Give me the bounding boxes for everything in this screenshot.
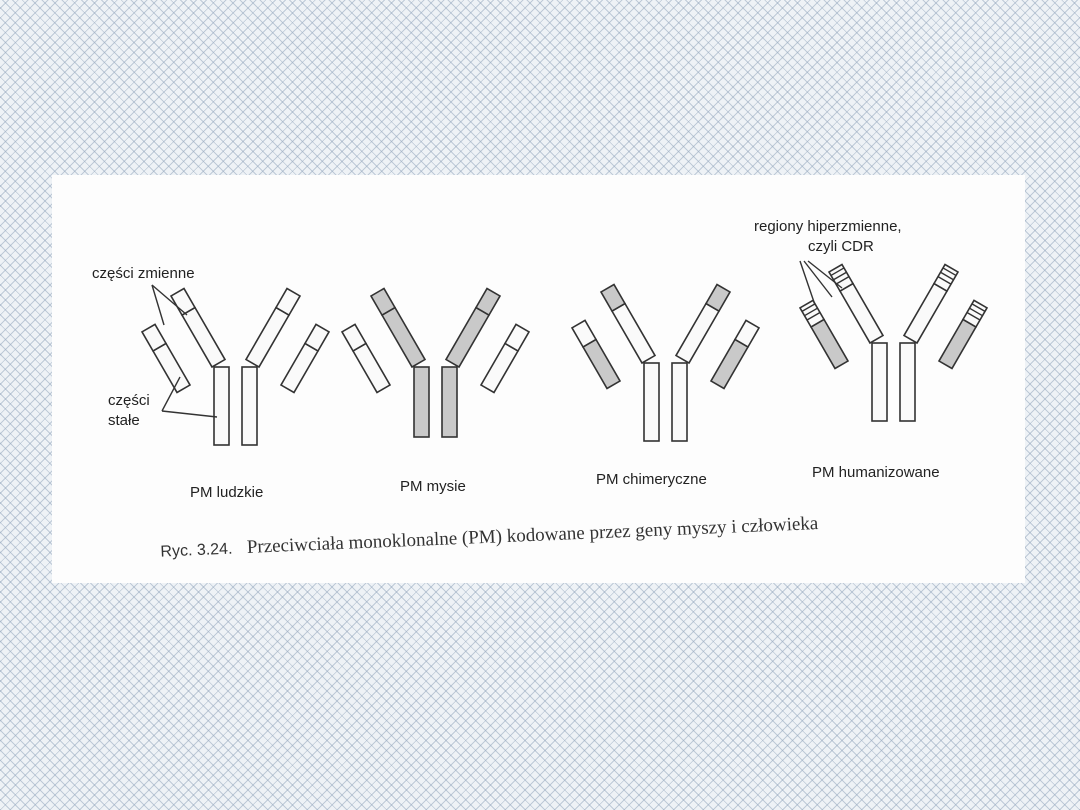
antibody-name-human: PM ludzkie xyxy=(190,484,263,501)
label-cdr-2: czyli CDR xyxy=(808,238,874,255)
label-constant-parts-2: stałe xyxy=(108,412,140,429)
light-chain-left xyxy=(798,299,850,370)
light-chain-right xyxy=(937,299,989,370)
light-chain-left xyxy=(570,319,622,390)
caption-label: Ryc. 3.24. xyxy=(160,541,233,561)
light-chain-left xyxy=(340,323,392,394)
heavy-arm-right xyxy=(674,283,732,365)
antibody-human xyxy=(140,287,331,446)
cdr-leaders xyxy=(799,260,843,306)
figure-caption: Ryc. 3.24. Przeciwciała monoklonalne (PM… xyxy=(160,513,819,562)
heavy-chain-stem-right xyxy=(899,342,916,422)
label-variable-parts: części zmienne xyxy=(92,265,195,282)
antibody-name-mouse: PM mysie xyxy=(400,478,466,495)
heavy-arm-left xyxy=(169,287,227,369)
label-constant-parts-1: części xyxy=(108,392,150,409)
heavy-arm-left xyxy=(369,287,427,369)
light-chain-right xyxy=(709,319,761,390)
heavy-chain-stem-right xyxy=(671,362,688,442)
heavy-arm-left xyxy=(827,263,885,345)
antibody-figure: części zmienne części stałe xyxy=(52,175,1025,583)
antibody-name-chimeric: PM chimeryczne xyxy=(596,471,707,488)
heavy-chain-stem-left xyxy=(213,366,230,446)
antibody-chimeric xyxy=(570,283,761,442)
light-chain-right xyxy=(479,323,531,394)
heavy-arm-right xyxy=(902,263,960,345)
light-chain-left xyxy=(140,323,192,394)
svg-text:Ryc. 3.24. Przeciwciała: Ryc. 3.24. Przeciwciała monoklonalne (PM… xyxy=(160,513,819,562)
heavy-arm-right xyxy=(244,287,302,369)
heavy-chain-stem-left xyxy=(871,342,888,422)
label-leaders xyxy=(151,284,218,418)
antibody-mouse xyxy=(340,287,531,438)
caption-text: Przeciwciała monoklonalne (PM) kodowane … xyxy=(246,513,819,558)
heavy-chain-stem-left xyxy=(643,362,660,442)
heavy-chain-stem-right xyxy=(441,366,458,438)
heavy-chain-stem-right xyxy=(241,366,258,446)
heavy-arm-right xyxy=(444,287,502,369)
heavy-arm-left xyxy=(599,283,657,365)
label-cdr-1: regiony hiperzmienne, xyxy=(754,218,902,235)
heavy-chain-stem-left xyxy=(413,366,430,438)
antibody-humanized xyxy=(798,263,989,422)
light-chain-right xyxy=(279,323,331,394)
antibody-name-humanized: PM humanizowane xyxy=(812,464,940,481)
